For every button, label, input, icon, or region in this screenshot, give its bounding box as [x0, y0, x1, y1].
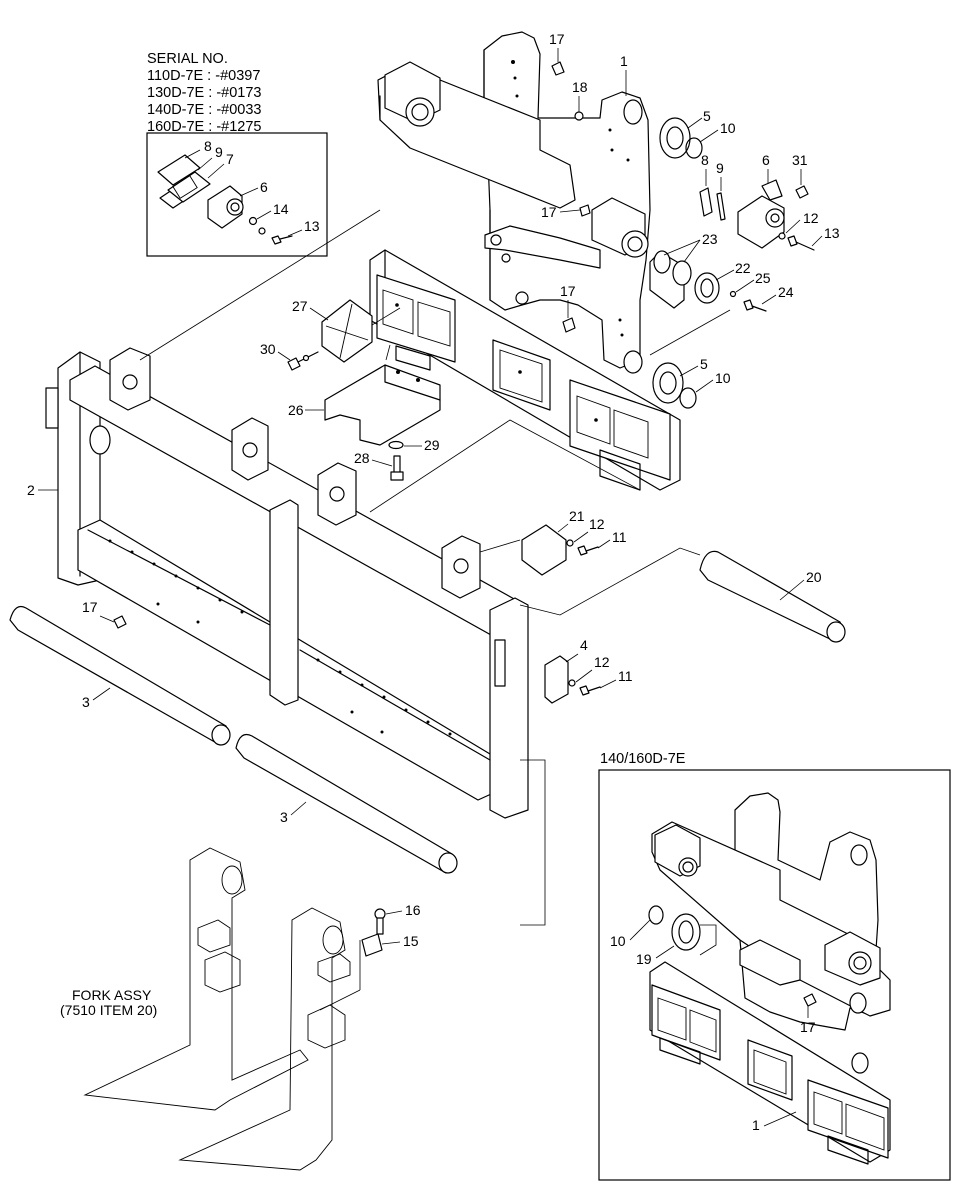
callout-25: 25 — [755, 270, 771, 286]
callout-14-serial: 14 — [273, 201, 289, 217]
callout-5-low: 5 — [700, 356, 708, 372]
bearing-5-top — [659, 117, 691, 159]
callout-3-b: 3 — [280, 809, 288, 825]
fork-note-line1: FORK ASSY — [72, 987, 152, 1003]
washer-29 — [388, 440, 404, 450]
fork-note-line2: (7510 ITEM 20) — [60, 1002, 157, 1018]
callout-6-main: 6 — [762, 152, 770, 168]
inset-frame — [598, 769, 951, 1181]
serial-heading: SERIAL NO. — [147, 51, 228, 67]
inset-plate-drawing — [648, 792, 891, 1165]
callout-19-inset: 19 — [636, 951, 652, 967]
callout-6-serial: 6 — [260, 179, 268, 195]
inset-title: 140/160D-7E — [600, 751, 686, 767]
callout-8-serial: 8 — [204, 138, 212, 154]
callout-27: 27 — [292, 298, 308, 314]
callout-labels: 1 17 18 5 10 8 9 6 31 12 13 17 23 22 25 … — [27, 31, 840, 1133]
callout-17-mid: 17 — [541, 204, 557, 220]
fork-note: FORK ASSY (7510 ITEM 20) — [60, 987, 157, 1018]
callout-17-top: 17 — [549, 31, 565, 47]
side-shift-plate-lower — [369, 249, 681, 491]
callout-3-a: 3 — [82, 694, 90, 710]
serial-line: 160D-7E : -#1275 — [147, 119, 261, 135]
callout-26: 26 — [288, 402, 304, 418]
callout-12-a: 12 — [589, 516, 605, 532]
callout-16: 16 — [405, 902, 421, 918]
callout-13-serial: 13 — [304, 218, 320, 234]
bolt-13-main — [787, 235, 815, 251]
fork-carriage-frame — [45, 347, 529, 819]
serial-line: 130D-7E : -#0173 — [147, 85, 261, 101]
callout-9-serial: 9 — [215, 144, 223, 160]
serial-line: 140D-7E : -#0033 — [147, 102, 261, 118]
callout-11-a: 11 — [612, 529, 627, 545]
bolt-17-mid — [579, 204, 591, 217]
callout-17-inset: 17 — [800, 1019, 816, 1035]
callout-5-top: 5 — [703, 108, 711, 124]
callout-10-inset: 10 — [610, 933, 626, 949]
cover-plate-21 — [479, 524, 599, 576]
callout-13-main: 13 — [824, 225, 840, 241]
callout-2: 2 — [27, 482, 35, 498]
callout-1-inset: 1 — [752, 1117, 760, 1133]
side-shift-plate-top — [377, 31, 651, 374]
bolt-17-top — [551, 61, 565, 76]
callout-30: 30 — [260, 341, 276, 357]
callout-17-plate: 17 — [560, 283, 576, 299]
callout-10-top: 10 — [720, 120, 736, 136]
callout-29: 29 — [424, 437, 440, 453]
callout-31: 31 — [792, 152, 808, 168]
bolt-28 — [390, 455, 404, 481]
assembly-leader-lines — [139, 209, 731, 926]
bolt-30 — [287, 351, 319, 371]
bushing-23 — [649, 250, 692, 309]
ring-10-top — [685, 137, 703, 159]
callout-1-top: 1 — [620, 53, 628, 69]
washer-25 — [729, 290, 737, 298]
callout-24: 24 — [778, 284, 794, 300]
callout-28: 28 — [354, 450, 370, 466]
callout-15: 15 — [403, 933, 419, 949]
callout-8-main: 8 — [701, 152, 709, 168]
pin-20 — [699, 550, 846, 643]
serial-detail-parts — [157, 154, 293, 245]
key-8-main — [699, 187, 713, 217]
pin-9-main — [716, 192, 726, 221]
washer-12-main — [778, 232, 786, 240]
block-6-main — [737, 179, 785, 249]
block-26 — [324, 344, 441, 446]
callout-11-b: 11 — [618, 668, 633, 684]
callout-7-serial: 7 — [226, 151, 234, 167]
bolt-24 — [743, 299, 767, 312]
callout-10-low: 10 — [715, 370, 731, 386]
fork-assy-drawing — [83, 847, 361, 1171]
ring-10-low — [679, 387, 697, 409]
serial-detail-frame — [146, 132, 328, 257]
bolt-31 — [795, 185, 809, 199]
pin-15 — [361, 933, 383, 957]
callout-20: 20 — [806, 569, 822, 585]
callout-12-b: 12 — [594, 654, 610, 670]
callout-22: 22 — [735, 260, 751, 276]
callout-18: 18 — [572, 79, 588, 95]
cover-plate-4 — [544, 655, 601, 704]
shaft-3-a — [9, 605, 231, 746]
wear-pad-27 — [321, 299, 401, 363]
callout-4: 4 — [580, 637, 588, 653]
callout-23: 23 — [702, 231, 718, 247]
ring-22 — [694, 272, 720, 304]
serial-line: 110D-7E : -#0397 — [147, 68, 260, 84]
bolt-18 — [574, 111, 584, 121]
callout-9-main: 9 — [716, 160, 724, 176]
shaft-3-b — [235, 733, 458, 874]
callout-21: 21 — [569, 508, 585, 524]
bearing-5-low — [652, 362, 684, 404]
serial-number-block: SERIAL NO. 110D-7E : -#0397 130D-7E : -#… — [147, 51, 261, 135]
bolt-17-carriage — [113, 615, 127, 629]
bolt-17-plate — [562, 317, 576, 333]
bolt-16 — [374, 908, 386, 935]
callout-17-carriage: 17 — [82, 599, 98, 615]
callout-12-main: 12 — [803, 210, 819, 226]
